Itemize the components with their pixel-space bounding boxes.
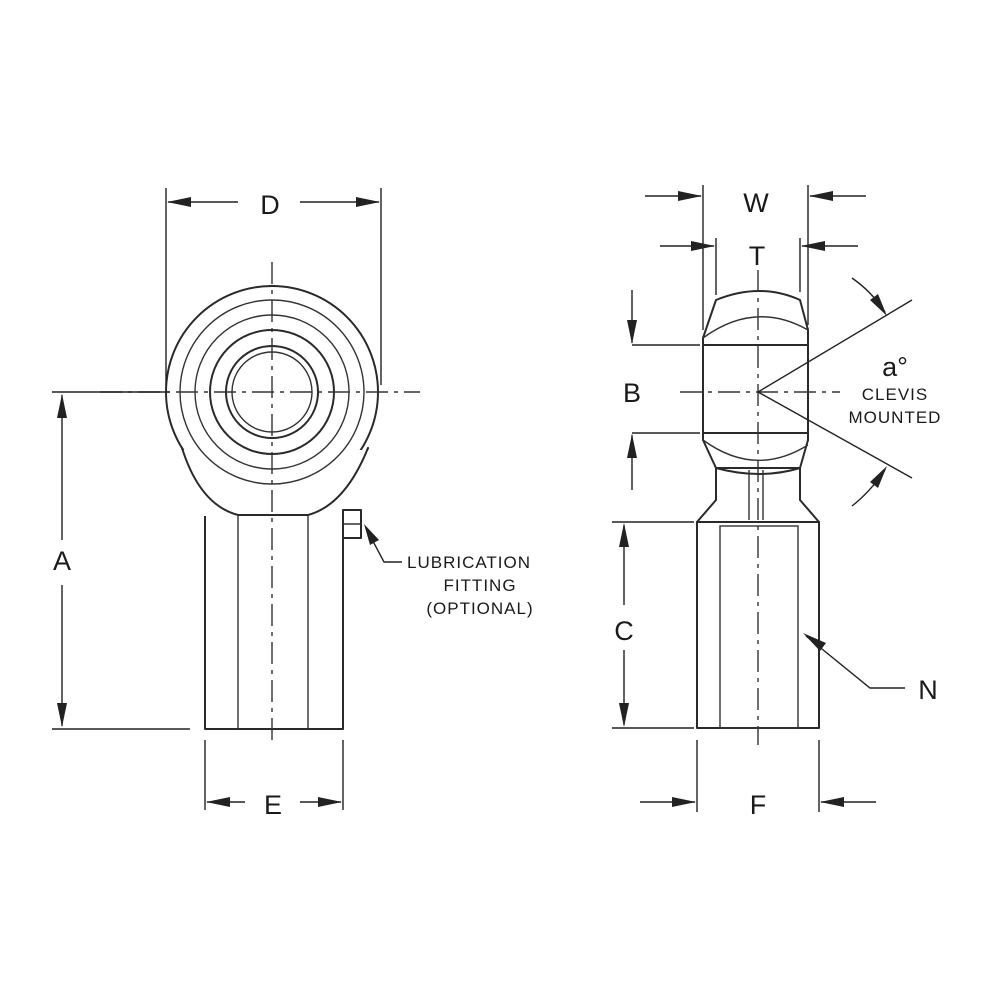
lubrication-note-line3: (OPTIONAL) — [426, 599, 533, 618]
label-b: B — [623, 378, 641, 408]
lubrication-note-line2: FITTING — [443, 576, 516, 595]
callout-n: N — [803, 633, 938, 705]
dimension-t: T — [660, 238, 858, 295]
dimension-c: C — [612, 521, 694, 729]
side-threaded-bore — [719, 525, 799, 729]
clevis-note-line1: CLEVIS — [862, 385, 928, 404]
label-n: N — [918, 675, 938, 705]
dimension-e: E — [204, 740, 344, 820]
dimension-b: B — [623, 290, 700, 490]
label-w: W — [743, 188, 769, 218]
dimension-w: W — [645, 185, 866, 330]
dimension-a: A — [52, 391, 190, 730]
angle-callout: a° CLEVIS MOUNTED — [757, 277, 942, 507]
label-c: C — [614, 616, 634, 646]
label-e: E — [264, 790, 282, 820]
label-a: A — [53, 546, 71, 576]
front-view — [100, 262, 420, 745]
dimension-d: D — [165, 188, 382, 385]
dimension-f: F — [640, 740, 876, 820]
lubrication-note-line1: LUBRICATION — [407, 553, 531, 572]
front-shank — [204, 512, 344, 730]
side-view — [680, 270, 840, 745]
label-f: F — [750, 790, 767, 820]
label-d: D — [260, 190, 280, 220]
lubrication-callout: LUBRICATION FITTING (OPTIONAL) — [364, 524, 533, 618]
clevis-note-line2: MOUNTED — [849, 408, 942, 427]
label-angle: a° — [882, 352, 908, 382]
label-t: T — [749, 241, 766, 271]
